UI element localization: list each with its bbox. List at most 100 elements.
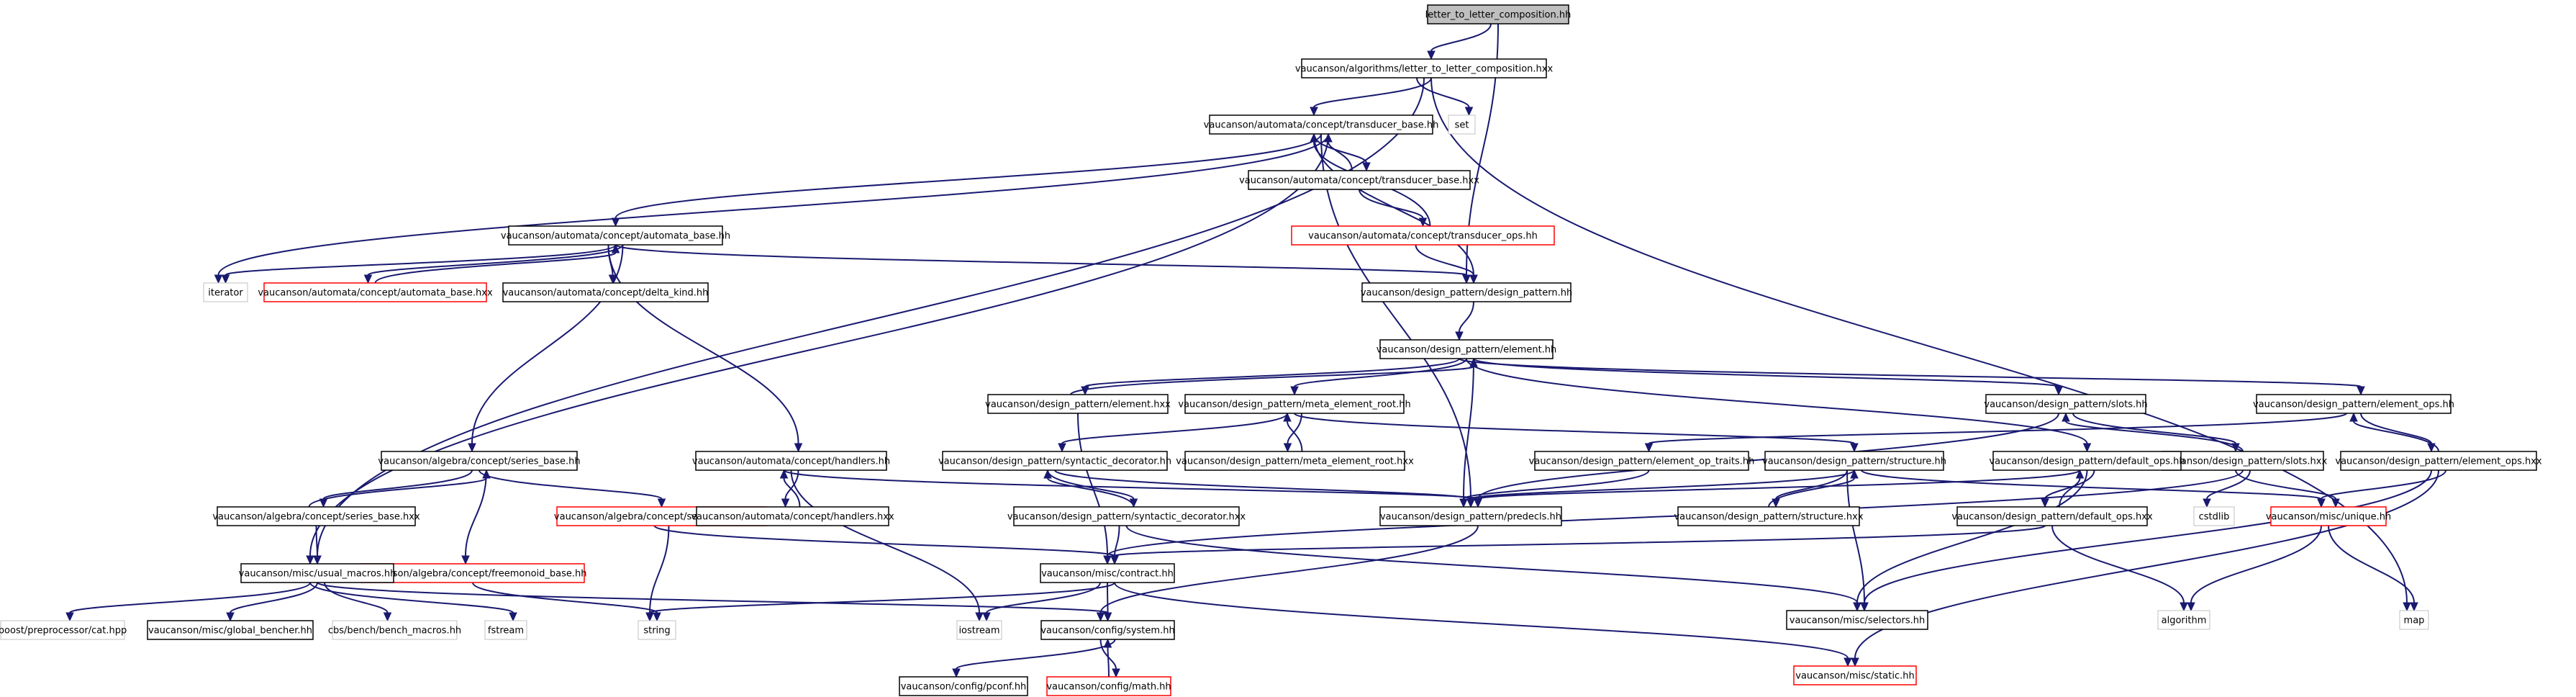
file-node[interactable]: vaucanson/design_pattern/meta_element_ro… [1178,394,1411,414]
edge-arrowhead [1110,555,1119,565]
node-label: vaucanson/misc/contract.hh [1041,569,1174,580]
dependency-edge [2062,412,2244,452]
file-node[interactable]: vaucanson/misc/usual_macros.hh [239,563,396,583]
file-node[interactable]: vaucanson/design_pattern/slots.hh [1984,394,2148,414]
edge-arrowhead [1427,50,1436,60]
file-node[interactable]: vaucanson/design_pattern/element_op_trai… [1529,451,1755,471]
edge-arrowhead [1112,668,1120,678]
edge-arrowhead [2180,602,2188,612]
edge-arrowhead [2357,386,2365,396]
dependency-edge [1324,132,1353,171]
edge-line [1313,133,1474,276]
edge-arrowhead [1843,657,1852,667]
node-box [1209,114,1433,135]
file-node[interactable]: vaucanson/algebra/concept/series_base.hh [378,451,581,471]
file-node[interactable]: vaucanson/design_pattern/default_ops.hxx [1951,506,2153,526]
dependency-edge [363,244,624,284]
file-node: algorithm [2157,610,2210,630]
dependency-edge [1310,77,1432,117]
edge-arrowhead [653,612,661,622]
file-node[interactable]: vaucanson/automata/concept/handlers.hxx [691,506,894,526]
node-box [147,620,314,640]
edge-arrowhead [221,274,230,284]
dependency-edge [1359,189,1428,228]
node-label: vaucanson/algebra/concept/series_base.hx… [212,512,420,523]
node-label: vaucanson/automata/concept/transducer_op… [1308,231,1538,242]
node-box [695,451,887,471]
file-node[interactable]: vaucanson/design_pattern/syntactic_decor… [1007,506,1246,526]
file-node[interactable]: vaucanson/design_pattern/syntactic_decor… [938,451,1171,471]
edge-arrowhead [1103,612,1112,622]
dependency-edge [790,469,984,622]
file-node[interactable]: vaucanson/misc/unique.hh [2266,506,2391,526]
file-node[interactable]: vaucanson/algorithms/letter_to_letter_co… [1295,58,1554,78]
file-node[interactable]: vaucanson/design_pattern/structure.hxx [1674,506,1864,526]
edge-line [324,582,389,613]
file-node[interactable]: vaucanson/automata/concept/automata_base… [501,225,730,246]
file-node[interactable]: vaucanson/misc/contract.hh [1040,563,1175,583]
edge-line [2360,413,2432,444]
edge-arrowhead [2203,498,2211,508]
file-node[interactable]: vaucanson/design_pattern/design_pattern.… [1361,282,1572,302]
dependency-edge [1861,469,2326,508]
file-node: boost/preprocessor/cat.hpp [0,620,127,640]
file-node[interactable]: vaucanson/design_pattern/element_ops.hh [2253,394,2454,414]
edge-arrowhead [1310,132,1318,143]
edge-arrowhead [461,555,470,565]
edge-line [471,244,624,444]
file-node[interactable]: vaucanson/design_pattern/element_ops.hxx [2335,451,2542,471]
edge-arrowhead [2317,498,2326,508]
dependency-edge [1459,469,1650,508]
node-label: vaucanson/algebra/concept/series_base.hh [378,457,580,467]
node-box [2256,394,2452,414]
file-node[interactable]: vaucanson/automata/concept/delta_kind.hh [502,282,709,302]
file-node[interactable]: vaucanson/design_pattern/element.hh [1377,339,1557,359]
node-label: vaucanson/misc/selectors.hh [1790,616,1925,626]
dependency-edge [2328,525,2418,612]
file-node[interactable]: vaucanson/design_pattern/default_ops.hh [1989,451,2185,471]
file-node[interactable]: vaucanson/automata/concept/automata_base… [258,282,493,302]
edge-line [790,469,980,613]
file-node[interactable]: letter_to_letter_composition.hh [1425,4,1572,24]
node-box [2399,610,2429,630]
file-node[interactable]: vaucanson/design_pattern/predecls.hh [1379,506,1562,526]
edge-line [1061,413,1288,444]
file-node[interactable]: vaucanson/misc/selectors.hh [1786,610,1928,630]
file-node: iostream [956,620,1002,640]
dependency-edge [1125,525,1861,612]
file-node[interactable]: vaucanson/design_pattern/element.hxx [985,394,1171,414]
file-node[interactable]: vaucanson/automata/concept/transducer_op… [1291,225,1555,246]
file-node[interactable]: vaucanson/automata/concept/transducer_ba… [1204,114,1439,135]
node-label: map [2404,616,2425,626]
node-box [899,676,1028,696]
file-node[interactable]: vaucanson/automata/concept/transducer_ba… [1239,170,1479,190]
file-nodes: letter_to_letter_composition.hh vaucanson… [0,4,2542,696]
node-box [502,282,709,302]
file-node[interactable]: vaucanson/config/math.hh [1046,676,1171,696]
file-node[interactable]: vaucanson/misc/static.hh [1793,665,1917,685]
edge-line [607,244,799,444]
edge-line [317,77,1425,557]
node-label: vaucanson/config/system.hh [1040,626,1174,637]
dependency-edge [1058,413,1288,453]
edge-arrowhead [65,612,74,622]
file-node[interactable]: vaucanson/design_pattern/meta_element_ro… [1176,451,1414,471]
file-node: cstdlib [2193,506,2235,526]
edge-line [1477,469,2081,500]
file-node[interactable]: vaucanson/algebra/concept/series_base.hx… [212,506,420,526]
dependency-edge [2187,525,2322,612]
file-node[interactable]: vaucanson/config/system.hh [1040,620,1175,640]
dependency-edge [607,244,803,453]
node-box [1046,676,1171,696]
file-node[interactable]: vaucanson/misc/global_bencher.hh [147,620,314,640]
file-node[interactable]: vaucanson/automata/concept/handlers.hh [692,451,890,471]
node-label: vaucanson/config/math.hh [1046,682,1171,693]
file-node[interactable]: vaucanson/config/pconf.hh [899,676,1028,696]
dependency-edge [1455,301,1474,341]
edge-arrowhead [2349,412,2358,422]
dependency-edge [309,582,517,622]
dependency-edge [308,469,491,508]
file-node[interactable]: vaucanson/design_pattern/structure.hh [1762,451,1946,471]
dependency-edge [324,582,392,622]
node-label: letter_to_letter_composition.hh [1425,10,1572,21]
